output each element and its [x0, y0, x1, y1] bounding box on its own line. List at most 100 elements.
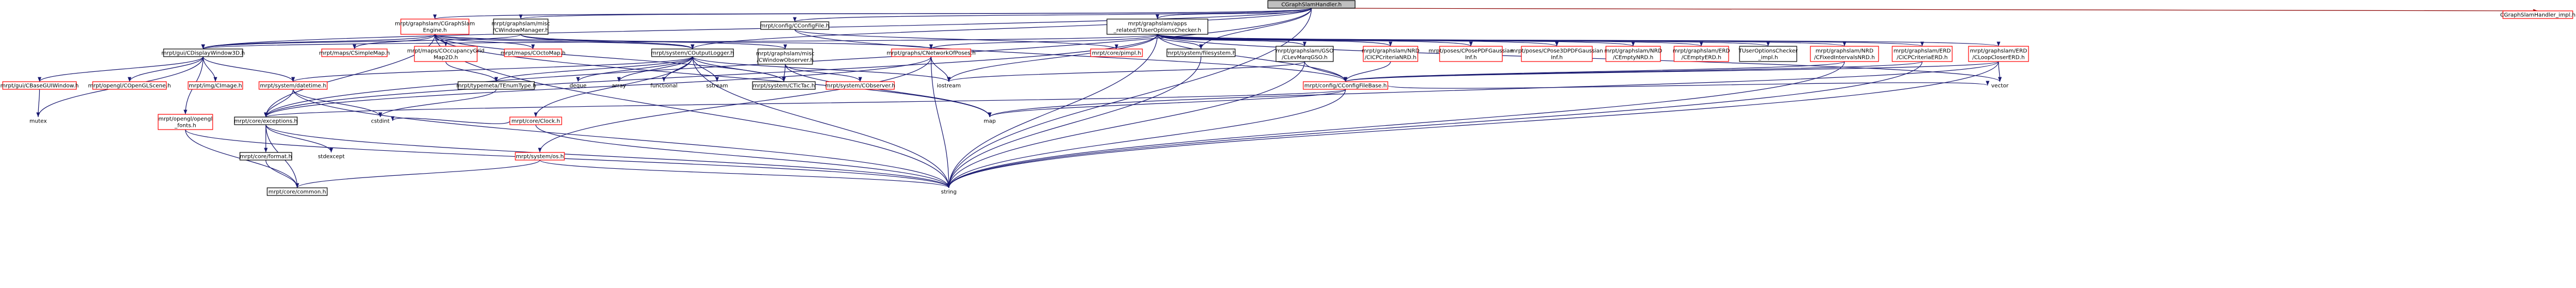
node-copenglscene[interactable]: mrpt/opengl/COpenGLScene.h: [88, 81, 171, 90]
node-cologger[interactable]: mrpt/system/COutputLogger.h: [651, 48, 734, 57]
node-box-cclock: [509, 117, 562, 125]
node-label-nrdfix: /CFixedIntervalsNRD.h: [1814, 55, 1875, 61]
node-label-gsoclevm: mrpt/graphslam/GSO: [1276, 48, 1334, 54]
node-label-coctomap: mrpt/maps/COctoMap.h: [501, 51, 565, 57]
edge-tuser-to-gsoclevm: [1157, 34, 1307, 47]
edge-cologger-to-typemeta: [494, 56, 693, 82]
node-cdw3d[interactable]: mrpt/gui/CDisplayWindow3D.h: [161, 48, 245, 57]
node-label-cobserver: mrpt/system/CObserver.h: [825, 83, 895, 89]
node-label-openglfonts: _fonts.h: [174, 123, 196, 129]
edge-cclock-to-string: [535, 124, 951, 188]
node-cticktac[interactable]: mrpt/system/CTicTac.h: [752, 81, 816, 90]
node-label-erdempty: /CEmptyERD.h: [1681, 55, 1721, 61]
node-box-cwo: [757, 48, 813, 65]
edge-cge-to-coctomap: [434, 34, 535, 50]
node-label-cwo: /CWindowObserver.h: [757, 58, 814, 64]
node-label-cimage: mrpt/img/CImage.h: [189, 83, 242, 89]
node-tuserimpl[interactable]: TUserOptionsChecker_impl.h: [1738, 46, 1798, 62]
node-sstream: sstream: [706, 83, 728, 89]
node-nrdfix[interactable]: mrpt/graphslam/NRD/CFixedIntervalsNRD.h: [1810, 46, 1879, 62]
node-cnet[interactable]: mrpt/graphs/CNetworkOfPoses.h: [887, 48, 976, 57]
edge-cfgbase-to-string: [947, 89, 1346, 188]
node-deque: deque: [569, 83, 586, 89]
edge-cwo-to-cobserver: [785, 64, 862, 82]
node-root[interactable]: CGraphSlamHandler.h: [1267, 0, 1356, 9]
node-label-format: mrpt/core/format.h: [240, 154, 292, 160]
node-cfgbase[interactable]: mrpt/config/CConfigFileBase.h: [1303, 81, 1388, 90]
node-box-copenglscene: [92, 81, 167, 90]
edge-datetime-to-exceptions: [264, 89, 294, 118]
node-gsoclevm[interactable]: mrpt/graphslam/GSO/CLevMarqGSO.h: [1275, 46, 1334, 62]
node-pimpl[interactable]: mrpt/core/pimpl.h: [1090, 48, 1143, 57]
edge-root-to-cfgfile: [793, 8, 1312, 22]
edge-tuser-to-cnet: [929, 34, 1158, 50]
edge-cbasegui-to-mutex: [36, 89, 40, 118]
node-label-impl: CGraphSlamHandler_impl.h: [2500, 13, 2575, 19]
edge-cdw3d-to-cbasegui: [38, 56, 204, 82]
node-tuser[interactable]: mrpt/graphslam/apps_related/TUserOptions…: [1106, 19, 1208, 35]
node-label-erdicp: mrpt/graphslam/ERD: [1894, 48, 1951, 54]
node-erdicp[interactable]: mrpt/graphslam/ERD/CICPCriteriaERD.h: [1892, 46, 1953, 62]
node-cclock[interactable]: mrpt/core/Clock.h: [509, 117, 562, 125]
node-box-tuser: [1106, 19, 1208, 35]
node-layer: CGraphSlamHandler.hCGraphSlamHandler_imp…: [1, 0, 2575, 196]
node-erdempty[interactable]: mrpt/graphslam/ERD/CEmptyERD.h: [1673, 46, 1730, 62]
node-cbasegui[interactable]: mrpt/gui/CBaseGUIWindow.h: [1, 81, 79, 90]
node-label-common: mrpt/core/common.h: [268, 189, 326, 195]
node-erdloop[interactable]: mrpt/graphslam/ERD/CLoopCloserERD.h: [1968, 46, 2029, 62]
node-simplemap[interactable]: mrpt/maps/CSimpleMap.h: [319, 48, 390, 57]
node-nrdicp[interactable]: mrpt/graphslam/NRD/CICPCriteriaNRD.h: [1362, 46, 1419, 62]
edge-cologger-to-string: [692, 56, 951, 188]
node-cwo[interactable]: mrpt/graphslam/misc/CWindowObserver.h: [756, 48, 815, 65]
node-coctomap[interactable]: mrpt/maps/COctoMap.h: [501, 48, 565, 57]
node-label-datetime: mrpt/system/datetime.h: [260, 83, 327, 89]
node-impl[interactable]: CGraphSlamHandler_impl.h: [2500, 10, 2575, 19]
node-box-common: [267, 187, 328, 196]
node-box-cpose3dpdfg: [1521, 46, 1593, 62]
edge-nrdfix-to-string: [947, 61, 1845, 188]
edge-cologger-to-cticktac: [692, 56, 786, 82]
node-box-cologger: [651, 48, 734, 57]
node-exceptions[interactable]: mrpt/core/exceptions.h: [234, 117, 298, 125]
node-label-cpose3dpdfg: mrpt/poses/CPose3DPDFGaussian: [1510, 48, 1603, 54]
node-box-cfgbase: [1303, 81, 1388, 90]
node-cobserver[interactable]: mrpt/system/CObserver.h: [825, 81, 895, 90]
node-nrdempty[interactable]: mrpt/graphslam/NRD/CEmptyNRD.h: [1604, 46, 1662, 62]
node-label-root: CGraphSlamHandler.h: [1281, 2, 1342, 8]
node-openglfonts[interactable]: mrpt/opengl/opengl_fonts.h: [158, 114, 213, 130]
node-cfgfile[interactable]: mrpt/config/CConfigFile.h: [760, 21, 829, 30]
node-datetime[interactable]: mrpt/system/datetime.h: [258, 81, 328, 90]
node-os[interactable]: mrpt/system/os.h: [515, 152, 565, 161]
node-label-cologger: mrpt/system/COutputLogger.h: [651, 51, 734, 57]
node-filesys[interactable]: mrpt/system/filesystem.h: [1166, 48, 1236, 57]
node-typemeta[interactable]: mrpt/typemeta/TEnumType.h: [456, 81, 536, 90]
node-common[interactable]: mrpt/core/common.h: [267, 187, 328, 196]
node-cimage[interactable]: mrpt/img/CImage.h: [188, 81, 243, 90]
node-label-cbasegui: mrpt/gui/CBaseGUIWindow.h: [1, 83, 79, 89]
node-cwm[interactable]: mrpt/graphslam/misc/CWindowManager.h: [491, 19, 550, 35]
edge-cwo-to-cticktac: [782, 64, 786, 82]
edge-cclock-to-cstdint: [390, 116, 510, 124]
node-label-cposepdfg: Inf.h: [1465, 55, 1477, 61]
edge-datetime-to-string: [292, 89, 951, 188]
node-map: map: [984, 119, 996, 125]
node-label-gsoclevm: /CLevMarqGSO.h: [1282, 55, 1328, 61]
edge-cfgbase-to-exceptions: [264, 89, 1346, 118]
edge-nrdfix-to-cfgbase: [1344, 61, 1845, 82]
node-label-functional: functional: [651, 83, 678, 89]
edge-erdicp-to-string: [947, 61, 1923, 188]
node-box-simplemap: [321, 48, 388, 57]
edge-exceptions-to-stdexcept: [265, 124, 333, 153]
edge-cge-to-simplemap: [352, 34, 436, 50]
node-box-erdicp: [1892, 46, 1953, 62]
node-stdexcept: stdexcept: [318, 154, 345, 160]
node-label-erdicp: /CICPCriteriaERD.h: [1897, 55, 1948, 61]
edge-erdloop-to-map: [988, 61, 1999, 118]
edge-cfgbase-to-map: [988, 89, 1346, 118]
node-format[interactable]: mrpt/core/format.h: [239, 152, 292, 161]
node-box-pimpl: [1090, 48, 1143, 57]
